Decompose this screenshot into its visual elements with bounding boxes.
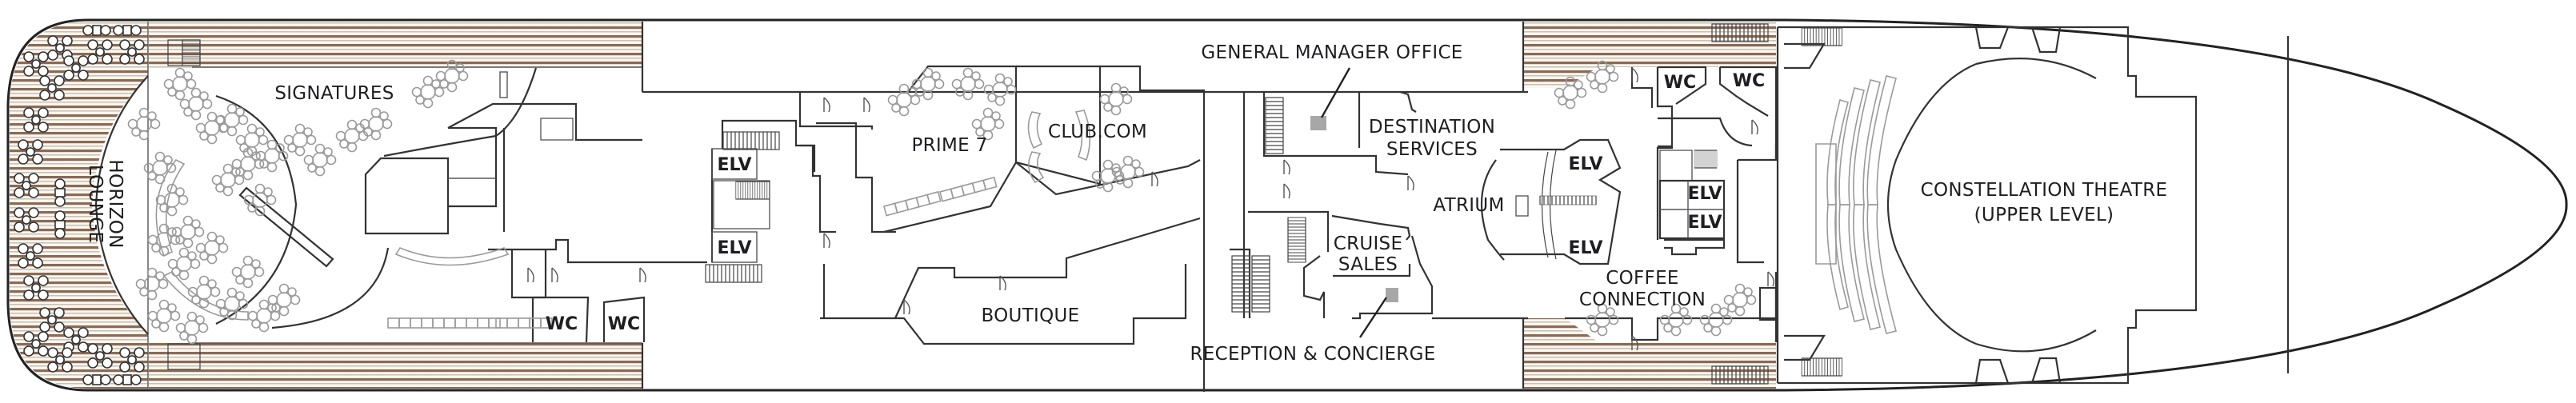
label-elv-2: ELV [717,238,751,258]
hull [6,18,2568,392]
label-elv-4: ELV [1568,238,1602,258]
label-horizon: HORIZON [105,159,126,248]
label-prime7: PRIME 7 [911,135,987,156]
label-destination: DESTINATION [1369,117,1495,138]
label-signatures: SIGNATURES [274,83,394,104]
label-atrium: ATRIUM [1433,195,1504,216]
reception-leader [1358,297,1388,338]
label-wc-4: WC [1733,71,1765,91]
label-constellation-theatre: CONSTELLATION THEATRE [1921,180,2168,201]
gm-office-marker [1310,116,1326,130]
markers [1310,67,1398,338]
label-services: SERVICES [1386,139,1478,160]
interior-walls [94,26,2198,392]
label-boutique: BOUTIQUE [981,305,1079,326]
label-wc-2: WC [608,314,640,334]
side-deck-forward [1522,22,1776,389]
reception-marker [1386,288,1398,302]
side-deck-aft [149,22,644,389]
label-general-manager-office: GENERAL MANAGER OFFICE [1201,42,1462,63]
label-elv-5: ELV [1687,184,1722,204]
label-cruise: CRUISE [1334,233,1403,254]
label-elv-1: ELV [717,155,751,175]
aft-deck [10,22,149,389]
hull-outline [6,18,2568,392]
label-wc-1: WC [546,314,578,334]
label-elv-3: ELV [1568,154,1602,174]
furniture [127,59,1897,345]
label-reception-concierge: RECEPTION & CONCIERGE [1190,344,1435,365]
label-club-com: CLUB.COM [1048,122,1147,142]
label-lounge: LOUNGE [85,165,106,243]
label-coffee: COFFEE [1606,268,1679,289]
labels: HORIZON LOUNGE SIGNATURES PRIME 7 CLUB.C… [85,42,2167,365]
label-elv-6: ELV [1687,213,1722,233]
label-upper-level: (UPPER LEVEL) [1974,205,2114,225]
label-sales: SALES [1338,254,1398,275]
gm-office-leader [1320,67,1351,118]
label-connection: CONNECTION [1579,289,1706,310]
label-wc-3: WC [1664,73,1696,93]
